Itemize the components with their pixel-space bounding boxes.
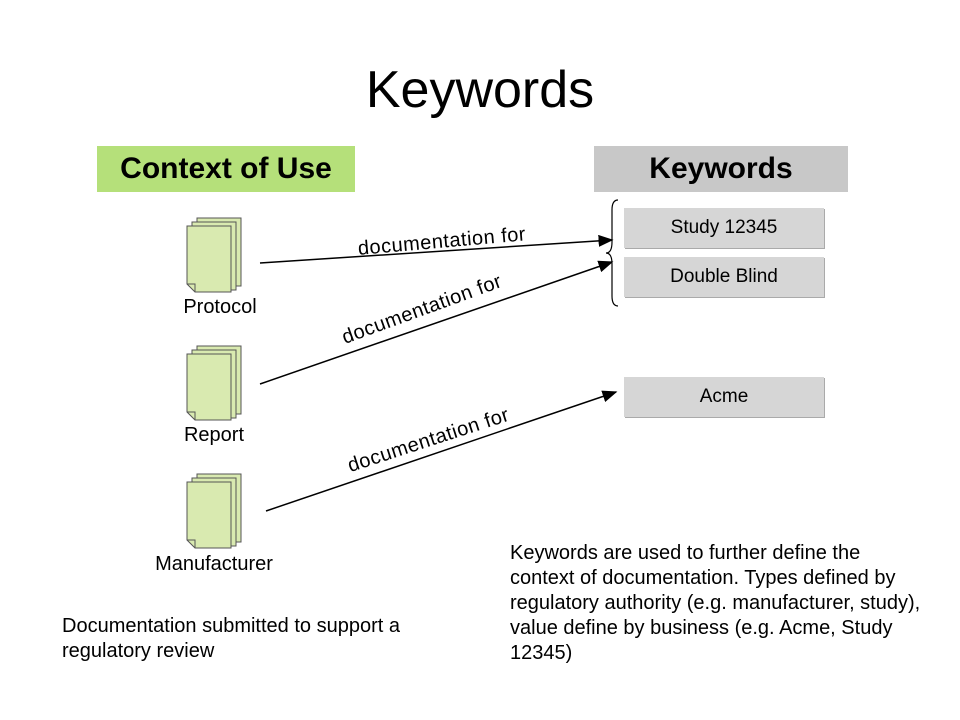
edge-line-protocol [259,234,614,264]
keyword-acme: Acme [624,377,824,417]
document-label-manufacturer: Manufacturer [155,553,273,575]
edge-line-report [259,260,614,385]
context-of-use-header: Context of Use [97,146,355,192]
document-label-report: Report [183,424,245,446]
document-stack-icon [183,342,243,422]
document-label-protocol: Protocol [183,296,257,318]
document-stack-icon [183,470,243,550]
brace-icon [605,199,619,307]
page-title: Keywords [365,61,595,119]
document-stack-icon [183,214,243,294]
note-documentation: Documentation submitted to support a reg… [62,615,400,662]
note-keywords: Keywords are used to further define the … [510,542,921,664]
keyword-double-blind: Double Blind [624,257,824,297]
edge-line-manufacturer [265,390,618,512]
keyword-study: Study 12345 [624,208,824,248]
keywords-header: Keywords [594,146,848,192]
